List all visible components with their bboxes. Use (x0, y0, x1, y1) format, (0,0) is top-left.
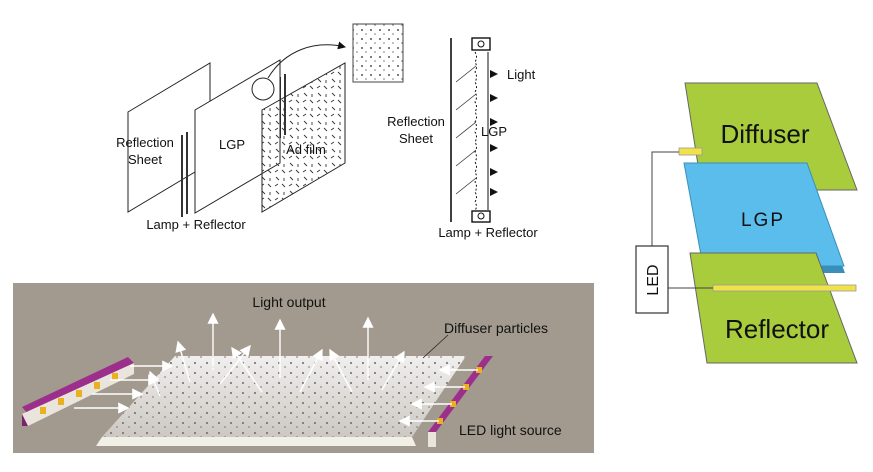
label-line: Sheet (128, 152, 162, 167)
photo-panel: Light output Diffuser particles LED ligh… (13, 283, 594, 453)
label-line: Reflection (116, 135, 174, 150)
output-arrows (490, 70, 498, 196)
diffuser-particles-label: Diffuser particles (444, 320, 548, 336)
reflector-label: Reflector (725, 314, 829, 344)
light-ray-lines (455, 65, 477, 195)
dot-pattern-inset (352, 23, 404, 83)
led-wire-top (651, 151, 679, 246)
label-line: Sheet (399, 131, 433, 146)
led-light-source-label: LED light source (459, 422, 562, 438)
diffuser-particles-leader (422, 334, 449, 359)
led-strip-bottom (712, 284, 857, 292)
led-box (635, 245, 669, 314)
top-lamp-housing (471, 37, 491, 51)
lgp-plate (683, 162, 845, 267)
magnifier-circle (251, 77, 275, 101)
diffuser-label: Diffuser (720, 119, 809, 149)
plate-edge (96, 437, 416, 446)
led-box-label: LED (645, 264, 662, 295)
diffuser-particles-area (102, 356, 466, 437)
cross-lgp-label: LGP (481, 124, 507, 139)
scattered-light-arrows (148, 312, 405, 397)
magnifier-arrow (267, 41, 346, 79)
led-strip-top (678, 147, 703, 156)
exploded-lamp-reflector-label: Lamp + Reflector (146, 217, 246, 232)
ad-film-panel (261, 62, 346, 213)
cross-light-label: Light (507, 67, 536, 82)
reflector-plate (689, 252, 858, 364)
label-line: Reflection (387, 114, 445, 129)
lgp-plate-label: LGP (741, 210, 785, 231)
stack-diagram: Diffuser LGP Reflector LED (635, 82, 858, 364)
led-bar-right (428, 356, 493, 447)
exploded-ad-film-label: Ad film (286, 142, 326, 157)
led-bar-left (22, 357, 134, 426)
exploded-lgp-label: LGP (219, 137, 245, 152)
light-output-label: Light output (252, 294, 325, 310)
bottom-lamp-housing (471, 210, 491, 223)
lgp-dotted-surface (474, 51, 477, 211)
cross-lamp-reflector-label: Lamp + Reflector (438, 225, 538, 240)
